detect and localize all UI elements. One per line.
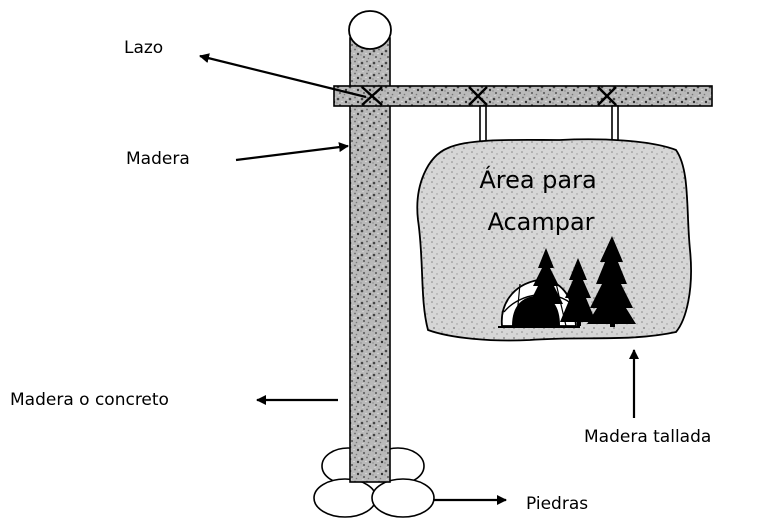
label-madera: Madera [126, 149, 190, 169]
arrow-madera [235, 142, 349, 162]
horizontal-beam [333, 85, 713, 107]
label-madera-o-concreto: Madera o concreto [10, 390, 169, 410]
callout-arrows [199, 53, 639, 505]
sign-hangers [479, 105, 619, 143]
label-lazo: Lazo [124, 38, 163, 58]
post-top-cap [348, 10, 392, 50]
rope-lashings [361, 86, 617, 106]
base-stones [313, 447, 435, 518]
sign-line-2: Acampar [487, 208, 594, 236]
vertical-post [349, 37, 391, 483]
arrow-lazo [199, 53, 367, 99]
pine-trees-icon [529, 236, 636, 327]
sign-line-1: Área para [479, 165, 596, 194]
label-madera-tallada: Madera tallada [584, 427, 711, 447]
label-piedras: Piedras [526, 494, 588, 514]
